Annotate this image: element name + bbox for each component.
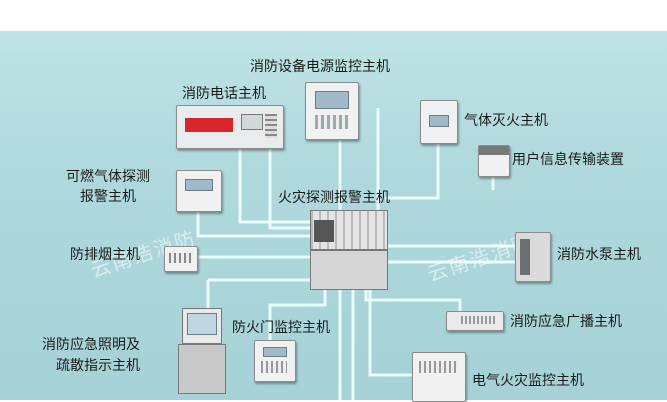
- combustible-gas-label-1: 可燃气体探测: [66, 169, 150, 185]
- water-pump-device: [515, 232, 551, 282]
- broadcast-device: [446, 311, 504, 331]
- phone-red-panel: [185, 118, 233, 132]
- broadcast-grill: [461, 316, 497, 324]
- broadcast-label: 消防应急广播主机: [510, 314, 622, 330]
- water-pump-stripe: [520, 239, 530, 275]
- smoke-exhaust-label: 防排烟主机: [70, 247, 140, 263]
- user-info-top: [479, 146, 509, 155]
- gas-extinguish-device: [420, 100, 458, 144]
- power-monitor-label: 消防设备电源监控主机: [250, 59, 390, 75]
- fire-alarm-host-cabinet: [310, 250, 388, 290]
- top-white-band: [0, 0, 667, 31]
- emergency-light-monitor: [182, 308, 222, 344]
- emergency-light-label-2: 疏散指示主机: [56, 358, 140, 374]
- fire-alarm-host-panel: [314, 220, 334, 242]
- power-monitor-buttons: [315, 115, 349, 129]
- phone-host-label: 消防电话主机: [182, 86, 266, 102]
- electrical-fire-device: [412, 352, 466, 402]
- phone-keypad: [265, 114, 277, 138]
- combustible-gas-screen: [185, 179, 213, 191]
- water-pump-label: 消防水泵主机: [557, 247, 641, 263]
- emergency-light-cabinet: [178, 344, 226, 394]
- power-monitor-screen: [315, 91, 349, 109]
- fire-alarm-host-label: 火灾探测报警主机: [278, 190, 390, 206]
- fire-door-screen: [263, 347, 287, 357]
- fire-door-device: [254, 340, 296, 382]
- user-info-label: 用户信息传输装置: [512, 152, 624, 168]
- user-info-device: [478, 145, 510, 177]
- emergency-light-device: [178, 308, 226, 394]
- emergency-light-screen: [187, 313, 217, 335]
- combustible-gas-label-2: 报警主机: [80, 189, 136, 205]
- electrical-fire-label: 电气火灾监控主机: [472, 373, 584, 389]
- emergency-light-label-1: 消防应急照明及: [42, 337, 140, 353]
- smoke-exhaust-buttons: [169, 253, 193, 263]
- gas-extinguish-screen: [429, 115, 449, 127]
- gas-extinguish-label: 气体灭火主机: [464, 113, 548, 129]
- power-monitor-device: [305, 82, 359, 140]
- fire-door-label: 防火门监控主机: [232, 320, 330, 336]
- electrical-fire-buttons: [419, 361, 457, 373]
- fire-alarm-host-device: [310, 210, 388, 290]
- phone-host-device: [176, 105, 284, 149]
- smoke-exhaust-device: [164, 246, 198, 272]
- combustible-gas-device: [176, 170, 222, 212]
- phone-display: [241, 114, 263, 130]
- fire-door-buttons: [261, 361, 287, 373]
